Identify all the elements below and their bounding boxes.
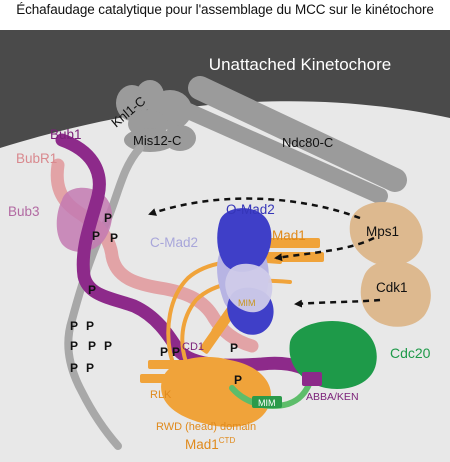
page-title: Échafaudage catalytique pour l'assemblag… <box>16 2 434 17</box>
mim-lower-label: MIM <box>258 398 276 408</box>
phospho-marker: P <box>230 341 238 355</box>
phospho-marker: P <box>70 319 78 333</box>
abba-ken-box <box>302 372 322 386</box>
mim-linker <box>229 379 313 410</box>
phospho-marker: P <box>234 373 242 387</box>
phospho-marker: P <box>86 361 94 375</box>
o-mad2-label: O-Mad2 <box>226 202 275 217</box>
phospho-marker: P <box>88 283 96 297</box>
cd1-label: CD1 <box>182 341 204 353</box>
mad1-ctd-sup: CTD <box>219 436 236 445</box>
phospho-marker: P <box>104 211 112 225</box>
mps1-kinase <box>349 202 423 266</box>
bubr1-label: BubR1 <box>16 151 57 166</box>
phosphorylation-arrow-mad1 <box>274 236 375 262</box>
rlk-label: RLK <box>150 389 172 401</box>
phosphorylation-arrow-upper <box>148 197 361 220</box>
ndc80-label: Ndc80-C <box>282 135 333 150</box>
bub3-label: Bub3 <box>8 204 40 219</box>
phospho-marker: P <box>92 229 100 243</box>
phospho-marker: P <box>172 345 180 359</box>
mps1-label: Mps1 <box>366 224 399 239</box>
mim-box <box>252 396 282 408</box>
mad1-ctd-domain <box>161 356 271 427</box>
phospho-marker: P <box>86 319 94 333</box>
knl1-tail <box>64 144 144 450</box>
phospho-marker: P <box>88 339 96 353</box>
phospho-marker: P <box>110 231 118 245</box>
abba-ken-label: ABBA/KEN <box>306 391 359 403</box>
mad1-ctd-text: Mad1 <box>185 437 219 452</box>
cdc20-label: Cdc20 <box>390 345 431 361</box>
mad1-ctd-label: Mad1CTD <box>185 436 235 452</box>
rwd-label: RWD (head) domain <box>156 421 256 433</box>
cdk1-label: Cdk1 <box>376 280 408 295</box>
knl1-mis12-complex <box>116 80 196 152</box>
mim-upper-label: MIM <box>238 298 256 308</box>
mad1-label: Mad1 <box>272 228 306 243</box>
phospho-marker: P <box>70 339 78 353</box>
bub1-label: Bub1 <box>50 127 82 142</box>
mis12-label: Mis12-C <box>133 133 181 148</box>
o-mad2-domain <box>217 208 272 272</box>
ndc80-complex <box>178 76 407 204</box>
phospho-marker: P <box>104 339 112 353</box>
cdk1-kinase <box>360 260 431 327</box>
cdc20-domain <box>289 320 377 389</box>
phospho-marker: P <box>70 361 78 375</box>
mad2-pale-lower <box>225 263 273 313</box>
banner-text: Unattached Kinetochore <box>209 55 391 74</box>
c-mad2-label: C-Mad2 <box>150 235 198 250</box>
phospho-marker: P <box>160 345 168 359</box>
